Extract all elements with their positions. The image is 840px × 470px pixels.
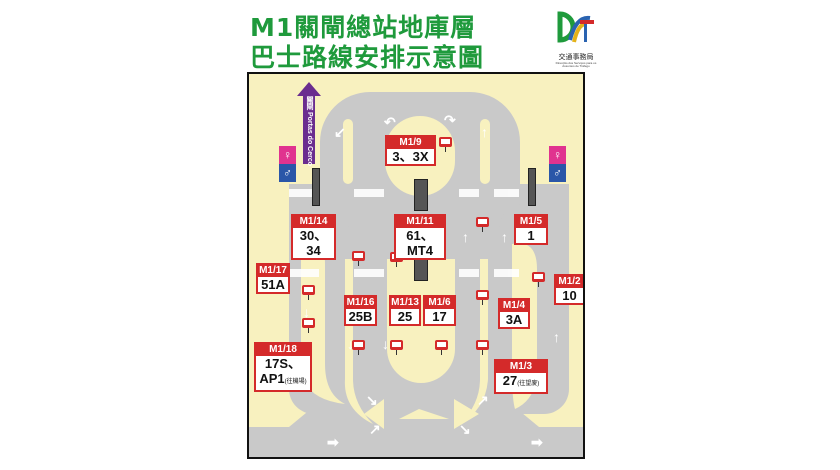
direction-arrow: ↘ xyxy=(459,421,471,437)
direction-arrow: ↘ xyxy=(366,392,378,408)
page-title: M1關閘總站地庫層 xyxy=(250,13,477,42)
escalator-icon xyxy=(312,168,320,206)
direction-arrow: ↑ xyxy=(462,229,469,245)
direction-arrow: ↑ xyxy=(501,229,508,245)
restroom-icon: ♀♂ xyxy=(549,146,566,182)
bus-stop-sign xyxy=(476,340,489,355)
escalator-icon xyxy=(528,168,536,206)
direction-arrow: ↗ xyxy=(477,392,489,408)
bus-stop-sign xyxy=(435,340,448,355)
direction-arrow: ↑ xyxy=(481,124,488,140)
escalator-icon xyxy=(414,179,428,211)
bus-stop-sign xyxy=(302,285,315,300)
direction-arrow: ↗ xyxy=(369,421,381,437)
bus-stop-sign xyxy=(302,318,315,333)
direction-arrow: ↑ xyxy=(553,329,560,345)
direction-arrow: ➡ xyxy=(327,434,339,450)
bus-stop-sign xyxy=(439,137,452,152)
bus-stop-sign xyxy=(476,290,489,305)
bus-stop-sign xyxy=(352,251,365,266)
direction-arrow: ↓ xyxy=(347,336,354,352)
direction-arrow: ↶ xyxy=(384,114,396,130)
bus-stop-sign xyxy=(352,340,365,355)
direction-arrow: ➡ xyxy=(531,434,543,450)
exit-arrow-portas-do-cerco xyxy=(297,82,321,164)
bus-stop-sign xyxy=(532,272,545,287)
direction-arrow: ↓ xyxy=(303,304,310,320)
bus-terminal-map: 關閘 Portas do Cerco ♀♂ ♀♂ ↙ ↶ ↷ ↑ ↑ ↑ ↓ ↓… xyxy=(247,72,585,459)
bus-stop-sign xyxy=(476,217,489,232)
logo-icon xyxy=(557,11,594,43)
bus-stop-sign xyxy=(390,340,403,355)
exit-label: 關閘 Portas do Cerco xyxy=(306,96,313,167)
page-subtitle: 巴士路線安排示意圖 xyxy=(250,43,485,72)
direction-arrow: ↓ xyxy=(382,336,389,352)
restroom-icon: ♀♂ xyxy=(279,146,296,182)
direction-arrow: ↷ xyxy=(444,112,456,128)
dsat-logo: 交通事務局 Direcção dos Serviços para os Assu… xyxy=(551,10,601,70)
direction-arrow: ↙ xyxy=(334,124,346,140)
